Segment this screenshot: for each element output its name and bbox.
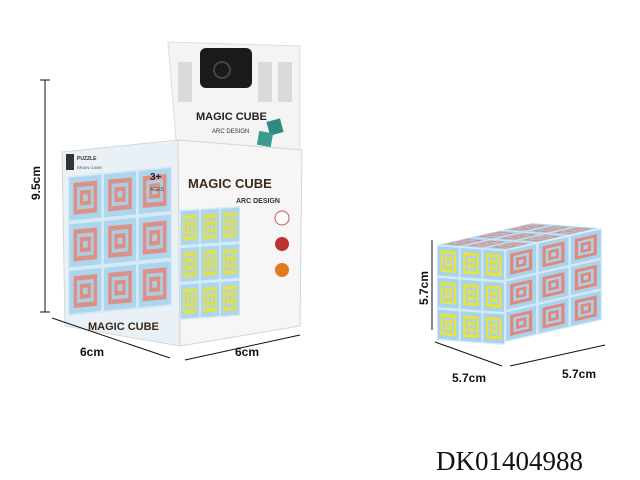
- dimension-lines: [40, 79, 606, 367]
- box-cube-side-face: [180, 206, 240, 320]
- box-height-label: 9.5cm: [29, 166, 43, 200]
- hole-ring: [213, 61, 231, 79]
- mini-cube-icon: [256, 130, 274, 148]
- mini-cube-icon: [266, 118, 284, 136]
- feature-icon: [275, 263, 289, 277]
- box-width-label: 6cm: [80, 345, 104, 359]
- cube-height-label: 5.7cm: [417, 271, 431, 305]
- age-label: AGES: [150, 187, 165, 193]
- puzzle-badge: PUZZLE: [77, 156, 97, 162]
- puzzle-badge-icon: [66, 154, 74, 170]
- package-box: MAGIC CUBE ARC DESIGN PUZZLE BRAIN GAME …: [61, 41, 303, 347]
- box-cube-front-face: [68, 166, 172, 316]
- top-card-title: MAGIC CUBE: [196, 111, 267, 123]
- feature-icon: [274, 210, 290, 226]
- cube-side-face: [505, 228, 602, 342]
- feature-icon: [275, 237, 289, 251]
- cube-width-label: 5.7cm: [452, 371, 486, 385]
- cube-top-face: [437, 223, 600, 250]
- sku-code: DK01404988: [436, 446, 583, 476]
- puzzle-badge-sub: BRAIN GAME: [77, 165, 102, 170]
- cube-depth-label: 5.7cm: [562, 367, 596, 381]
- top-card-subtitle: ARC DESIGN: [212, 129, 249, 135]
- top-card-watermark-shapes: [178, 62, 292, 102]
- box-front-title: MAGIC CUBE: [88, 321, 159, 333]
- box-side-subtitle: ARC DESIGN: [236, 198, 280, 205]
- box-side-title: MAGIC CUBE: [188, 176, 272, 191]
- loose-cube: [437, 223, 602, 345]
- age-rating: 3+: [150, 172, 162, 183]
- box-depth-label: 6cm: [235, 345, 259, 359]
- box-hang-hole: [200, 48, 252, 88]
- cube-front-face: [437, 245, 505, 345]
